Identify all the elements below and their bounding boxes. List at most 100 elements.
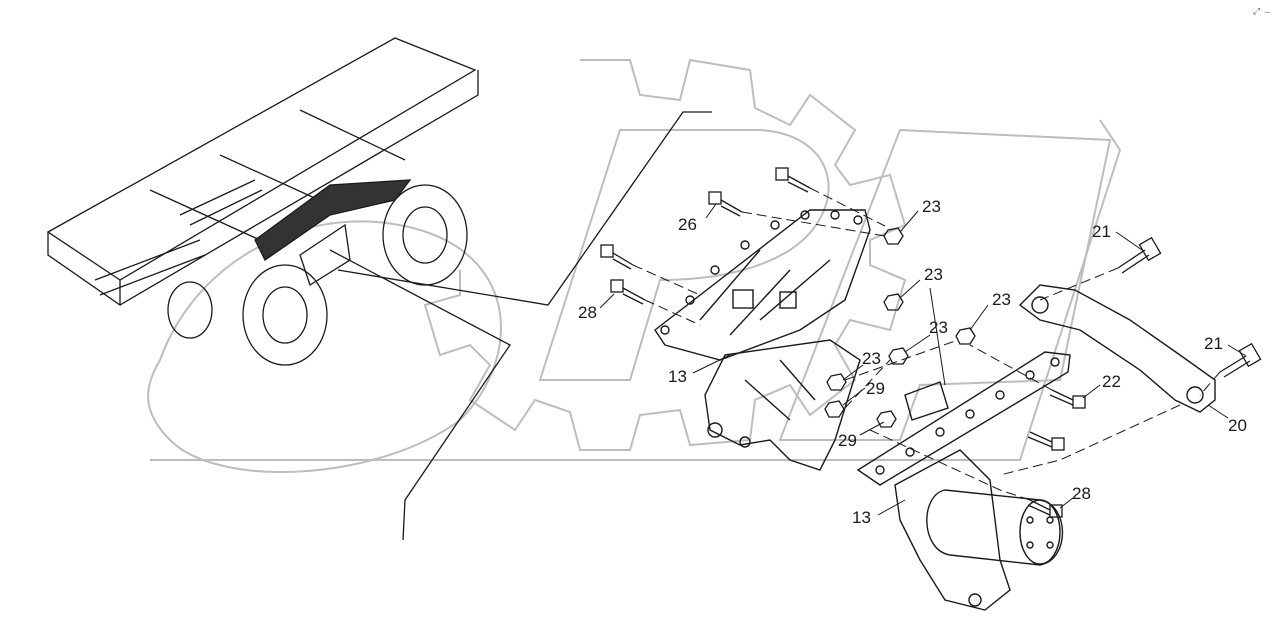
- link-arm-eye-rear: [1186, 386, 1204, 404]
- callout-leaders: [599, 203, 1247, 516]
- bracket-hole: [830, 210, 840, 220]
- callout-labels: 26 28 13 23 23 23 23 23 29 29 21 21 22 2…: [578, 197, 1247, 527]
- leader-28b: [1059, 497, 1074, 509]
- watermark-frame: [150, 119, 1122, 461]
- callout-28-upper: 28: [578, 303, 597, 322]
- chassis-frame-rail-lower: [47, 70, 479, 307]
- bolt-28-upper-a: [600, 244, 634, 270]
- bracket-upper-ribs: [699, 249, 831, 421]
- nut-23-c: [955, 327, 976, 345]
- bracket-hole: [995, 390, 1005, 400]
- bracket-hole: [1050, 357, 1060, 367]
- trunnion-bolt-hole: [1046, 516, 1054, 524]
- leaf-spring-pack: [254, 179, 412, 261]
- bracket-pad: [779, 291, 797, 309]
- bolt-22: [1049, 389, 1086, 409]
- nut-23-e: [826, 373, 847, 391]
- leader-13b: [877, 499, 906, 516]
- callout-23-a: 23: [922, 197, 941, 216]
- bracket-foot-eye: [968, 593, 982, 607]
- leader-29b: [859, 421, 885, 436]
- callout-29-b: 29: [838, 431, 857, 450]
- chassis-crossmember: [149, 109, 406, 241]
- bracket-hole: [800, 210, 810, 220]
- callout-26: 26: [678, 215, 697, 234]
- leader-28a: [599, 293, 615, 309]
- trunnion-end-cap: [1019, 499, 1061, 565]
- bracket-upper-body: [704, 339, 861, 471]
- leader-29a: [842, 387, 866, 406]
- bracket-bushing-eye: [707, 422, 723, 438]
- corner-expand-mark[interactable]: ⤢ ﹘: [1252, 7, 1272, 17]
- bolt-21-upper: [1117, 236, 1162, 274]
- callout-23-b: 23: [924, 265, 943, 284]
- callout-13-lower: 13: [852, 508, 871, 527]
- bracket-hole: [853, 215, 863, 225]
- trunnion-bolt-hole: [1046, 541, 1054, 549]
- bracket-hole: [770, 220, 780, 230]
- bracket-lower-plate: [856, 351, 1071, 486]
- leader-23d: [904, 334, 931, 353]
- callout-21-upper: 21: [1092, 222, 1111, 241]
- bracket-bushing-eye: [739, 436, 751, 448]
- front-axle-hub-inner: [402, 206, 448, 264]
- bracket-hole: [905, 447, 915, 457]
- leader-23-bracket: [929, 287, 946, 386]
- callout-23-c: 23: [992, 290, 1011, 309]
- bracket-hole: [660, 325, 670, 335]
- trunnion-bolt-hole: [1026, 541, 1034, 549]
- alignment-lines: [632, 187, 1221, 501]
- trunnion-bolt-hole: [1026, 516, 1034, 524]
- spring-hanger-overview: [299, 223, 351, 286]
- callout-13-upper: 13: [668, 367, 687, 386]
- spring-hanger-bracket-upper: [654, 209, 871, 471]
- rear-drive-axle-hub: [242, 264, 328, 366]
- axle-housing: [94, 239, 206, 296]
- bracket-hole: [1025, 370, 1035, 380]
- link-arm-eye-front: [1031, 296, 1049, 314]
- bracket-lower-body: [894, 449, 1011, 611]
- bolt-top: [775, 167, 811, 193]
- reinforcement-plate: [904, 381, 949, 421]
- bolt-mid: [1027, 431, 1065, 451]
- leader-23a: [899, 210, 919, 233]
- nut-23-d: [888, 347, 909, 365]
- leader-line-overview-1: [337, 111, 712, 306]
- torque-rod: [179, 179, 263, 226]
- nut-23-b: [883, 293, 904, 311]
- watermark-gear-outline: [423, 58, 907, 451]
- bracket-hole: [935, 427, 945, 437]
- bolt-26: [708, 191, 743, 217]
- nuts: [824, 227, 976, 428]
- watermark-letter-l: [778, 128, 1112, 441]
- bracket-hole: [710, 265, 720, 275]
- bracket-hole: [685, 295, 695, 305]
- leader-23b: [899, 279, 921, 299]
- leader-13a: [692, 354, 731, 374]
- trunnion-shaft: [926, 489, 1064, 566]
- far-axle-hub: [167, 281, 213, 339]
- chassis-frame-rail-upper: [46, 37, 477, 281]
- leader-23c: [969, 304, 989, 331]
- truck-chassis-overview: [46, 37, 712, 541]
- bolt-28-upper-b: [610, 279, 646, 305]
- watermark-letter-p: [538, 129, 830, 381]
- callout-21-lower: 21: [1204, 334, 1223, 353]
- callout-22: 22: [1102, 372, 1121, 391]
- callout-29-a: 29: [866, 379, 885, 398]
- reinforcement-plate-shape: [904, 381, 949, 421]
- rear-axle-hub-inner: [262, 286, 308, 344]
- bracket-hole: [875, 465, 885, 475]
- bracket-upper-plate: [654, 209, 871, 361]
- bracket-hole: [740, 240, 750, 250]
- watermark-letter-o: [147, 220, 502, 473]
- leader-20: [1207, 404, 1229, 419]
- bracket-hole: [965, 409, 975, 419]
- bracket-pad: [732, 289, 754, 309]
- callout-23-e: 23: [862, 349, 881, 368]
- bolt-28-lower: [1027, 499, 1063, 518]
- leader-line-overview-2: [329, 249, 511, 541]
- nut-29-a: [824, 400, 845, 418]
